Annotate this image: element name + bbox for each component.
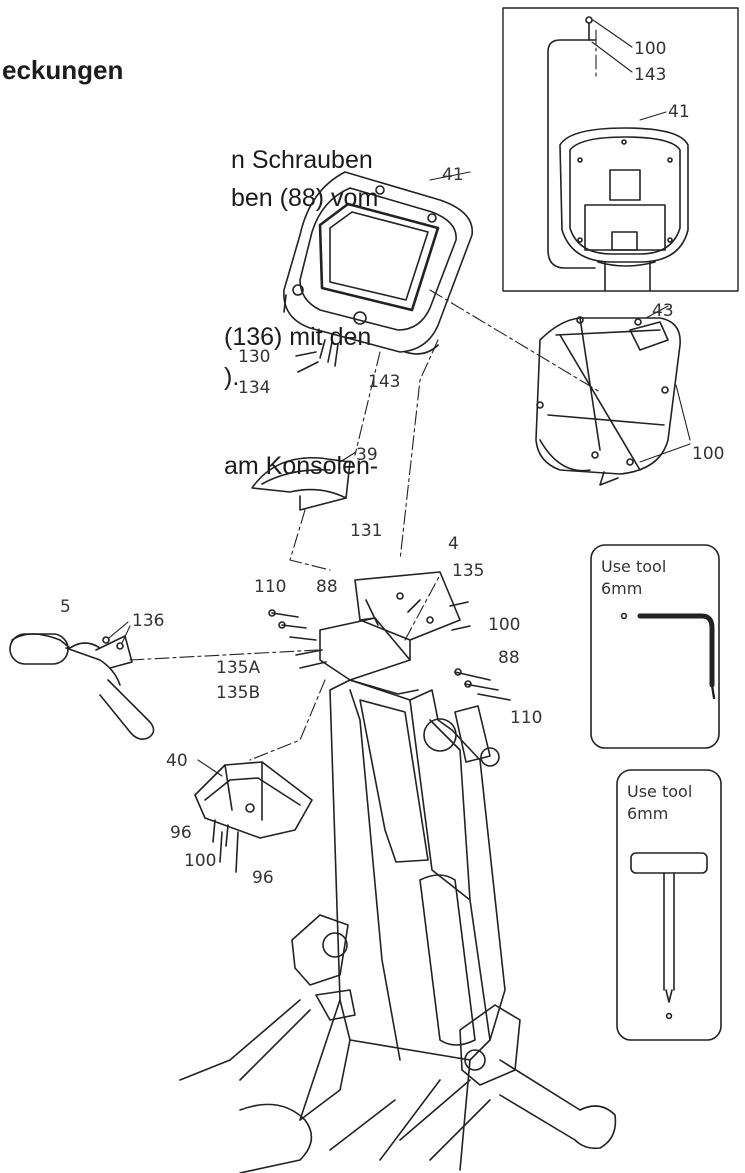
label-100-lower: 100 [184, 851, 216, 871]
tool-box-1-line1: Use tool [601, 557, 666, 576]
label-100-bracket: 100 [488, 615, 520, 635]
label-100-detail: 100 [634, 39, 666, 59]
tool-box-1-frame [590, 544, 720, 749]
cover-screws-100 [536, 316, 669, 466]
cover-screws-96-100 [212, 819, 239, 873]
cables-130-134 [295, 339, 339, 373]
part-labels: 100 143 41 41 43 100 130 134 143 39 131 … [60, 39, 724, 888]
foot-pedals [179, 914, 617, 1173]
label-110-left: 110 [254, 577, 286, 597]
rear-cover-43 [535, 317, 681, 486]
tool-box-2-line2: 6mm [627, 804, 668, 823]
upright-frame [299, 679, 506, 1171]
label-136: 136 [132, 611, 164, 631]
label-135A: 135A [216, 658, 260, 678]
label-135: 135 [452, 561, 484, 581]
label-40: 40 [166, 751, 188, 771]
label-143-console: 143 [368, 372, 400, 392]
tool-box-1-line2: 6mm [601, 579, 642, 598]
cable-143-detail [547, 39, 597, 269]
tool-box-2-frame [616, 769, 722, 1041]
label-131: 131 [350, 521, 382, 541]
handlebar-5 [9, 633, 155, 740]
label-4: 4 [448, 534, 459, 554]
label-88-left: 88 [316, 577, 338, 597]
console-rear-detail [559, 127, 689, 292]
instruction-line-1: n Schrauben [231, 146, 373, 174]
label-96-left: 96 [170, 823, 192, 843]
screw-100-detail [585, 16, 593, 24]
label-135B: 135B [216, 683, 260, 703]
tool-box-2-line1: Use tool [627, 782, 692, 801]
instruction-line-4: ). [224, 363, 240, 391]
tool-box-texts: Use tool 6mm Use tool 6mm [601, 557, 692, 823]
label-5: 5 [60, 597, 71, 617]
label-88-right: 88 [498, 648, 520, 668]
label-134: 134 [238, 378, 270, 398]
label-39: 39 [356, 445, 378, 465]
cover-39 [251, 456, 351, 511]
bracket-screws [268, 599, 511, 701]
t-handle-icon [630, 852, 708, 1020]
label-41-console: 41 [442, 165, 464, 185]
label-110-right: 110 [510, 708, 542, 728]
label-96-right: 96 [252, 868, 274, 888]
handlebar-screws-136 [102, 636, 124, 650]
console-41 [283, 171, 473, 353]
label-100-cover: 100 [692, 444, 724, 464]
label-143-detail: 143 [634, 65, 666, 85]
label-130: 130 [238, 347, 270, 367]
detail-inset-frame [502, 7, 739, 292]
allen-key-icon [620, 612, 716, 700]
section-heading: eckungen [2, 55, 124, 85]
lower-cover-40 [194, 761, 313, 839]
label-41-detail: 41 [668, 102, 690, 122]
cable-143 [404, 344, 439, 355]
mount-bracket-4 [319, 571, 461, 681]
instruction-line-5: am Konsolen- [224, 452, 379, 480]
pivot-joints [322, 705, 500, 1071]
label-43-cover: 43 [652, 301, 674, 321]
